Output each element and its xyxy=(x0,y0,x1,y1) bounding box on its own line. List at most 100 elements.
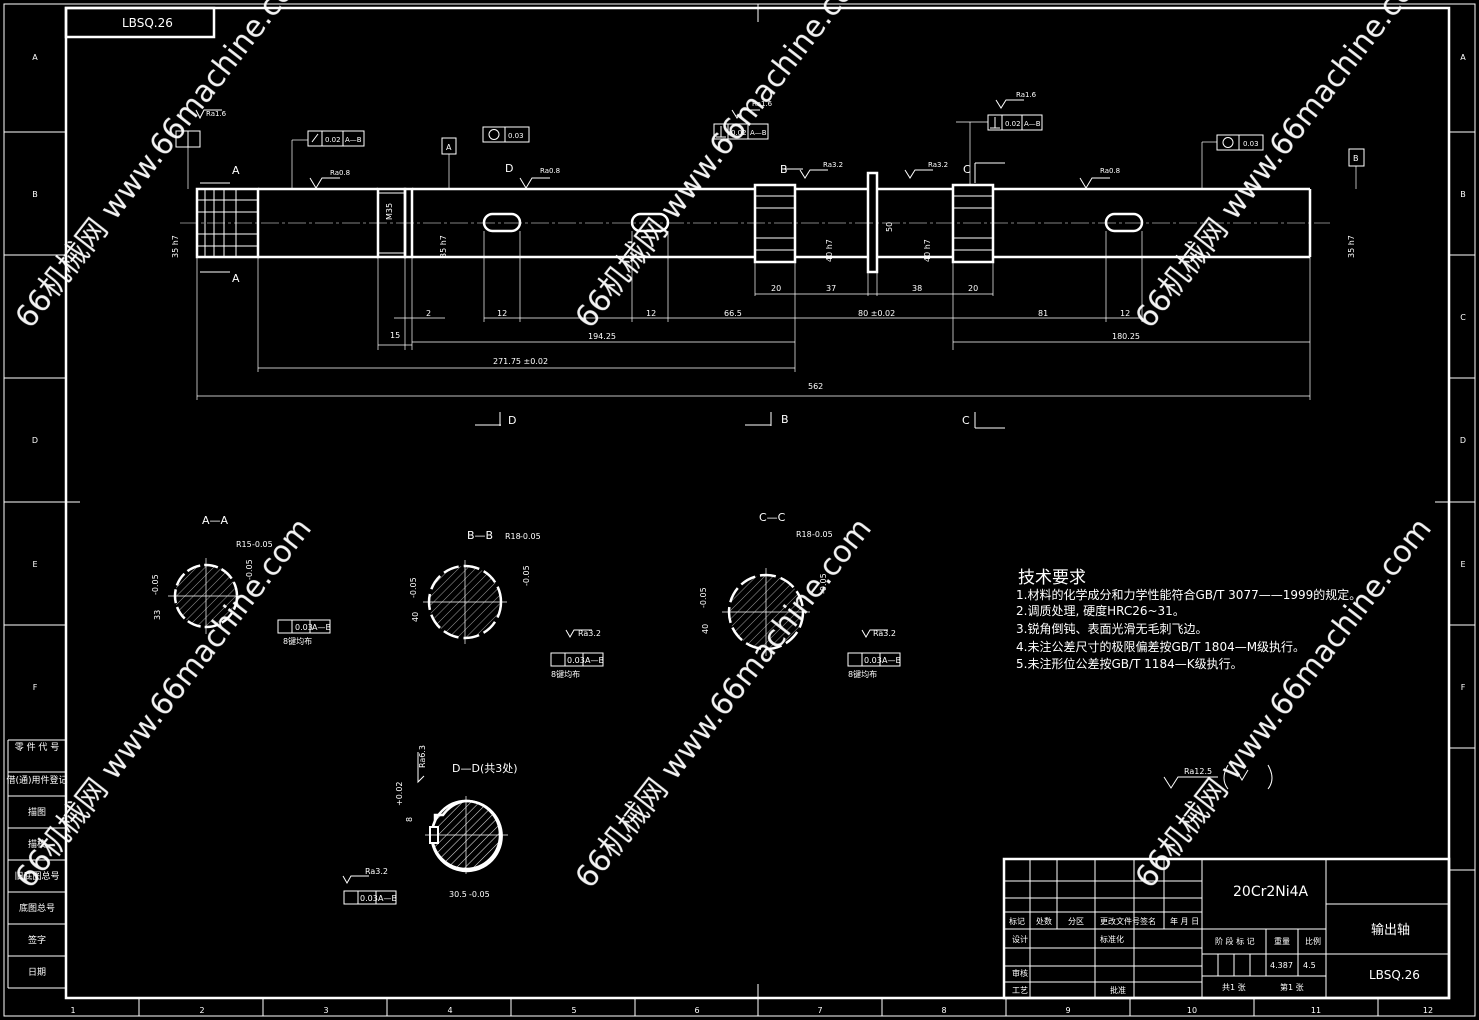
ra-mark: Ra0.8 xyxy=(330,169,350,177)
sec-d-bot: D xyxy=(508,414,516,427)
general-roughness: Ra12.5 xyxy=(1163,764,1273,790)
section-markers: A A D B C D B C xyxy=(200,162,1005,429)
cc-radius: R18 xyxy=(796,530,812,539)
bb-gtol: 0.03 xyxy=(567,656,585,665)
dd-depth-tol: -0.05 xyxy=(469,890,490,899)
left-spline-end xyxy=(195,187,260,259)
gtol-frames: 0.02 A—B 0.03 0.02 A—B 0.02 A—B xyxy=(175,114,1365,189)
sec-b-bot: B xyxy=(781,413,789,426)
ra-mark: Ra1.6 xyxy=(752,100,773,108)
zone-grid xyxy=(4,4,1475,1016)
aa-dia-tol: -0.05 xyxy=(151,574,160,595)
col-mark: 8 xyxy=(941,1006,946,1015)
rev-col: 标记 xyxy=(1009,916,1025,926)
gtol-perp2: 0.02 xyxy=(1005,120,1021,128)
part-code-text: LBSQ.26 xyxy=(1369,968,1420,982)
col-marks: 1 2 3 4 5 6 7 8 9 10 11 12 xyxy=(70,1006,1433,1015)
aa-gtol: 0.03 xyxy=(295,623,313,632)
watermark: 66机械网 www.66machine.com xyxy=(9,0,319,335)
outer-frame xyxy=(3,3,1476,1017)
col-mark: 3 xyxy=(323,1006,328,1015)
rev-col: 更改文件号 xyxy=(1100,916,1140,926)
dim-194: 194.25 xyxy=(588,332,616,341)
aa-title: A—A xyxy=(202,514,229,527)
rev-col: 年 月 日 xyxy=(1170,916,1199,926)
code-box xyxy=(64,6,216,39)
diam-b-spline: 40 h7 xyxy=(825,239,834,262)
sheet-no: 第1 张 xyxy=(1280,982,1304,992)
cc-title: C—C xyxy=(759,511,786,524)
keyway-2 xyxy=(630,212,670,233)
scale-label: 比例 xyxy=(1305,936,1321,946)
aa-dia: 33 xyxy=(153,610,162,620)
aa-tol: -0.05 xyxy=(252,540,273,549)
stage-label: 阶 段 标 记 xyxy=(1215,936,1255,946)
strip-label: 日期 xyxy=(28,967,46,978)
col-mark: 2 xyxy=(199,1006,204,1015)
col-mark: 11 xyxy=(1311,1006,1321,1015)
aa-width-tol: -0.05 xyxy=(245,559,254,580)
diam-shaft: 35 h7 xyxy=(439,235,448,258)
row-review: 审核 xyxy=(1012,968,1028,978)
ra-mark: Ra0.8 xyxy=(1100,167,1120,175)
dd-width: 8 xyxy=(405,817,414,822)
strip-label: 签字 xyxy=(28,934,46,946)
cc-dia: 40 xyxy=(701,624,710,634)
col-mark: 9 xyxy=(1065,1006,1070,1015)
rev-col: 处数 xyxy=(1036,916,1052,926)
row-mark-c-right: C xyxy=(1460,313,1466,322)
dd-width-tol: +0.02 xyxy=(395,781,404,806)
section-bb: B—B R18 -0.05 40 -0.05 -0.05 Ra3.2 0.03 … xyxy=(409,529,604,679)
title-block: 20Cr2Ni4A 输出轴 LBSQ.26 阶 段 标 记 重量 比例 4.38… xyxy=(1002,857,1451,1000)
row-mark-f-right: F xyxy=(1461,683,1466,692)
tech-item: 1.材料的化学成分和力学性能符合GB/T 3077——1999的规定。 xyxy=(1016,587,1361,602)
sec-a-top: A xyxy=(232,164,240,177)
inner-frame xyxy=(64,6,1451,1000)
cc-width-tol: -0.05 xyxy=(819,573,828,594)
diam-m35: M35 xyxy=(385,203,394,220)
dim-38: 38 xyxy=(912,284,922,293)
dd-ra2: Ra6.3 xyxy=(418,745,427,768)
ra-mark: Ra3.2 xyxy=(823,161,843,169)
strip-label: 描图 xyxy=(28,806,46,818)
cc-gtol: 0.03 xyxy=(864,656,882,665)
dim-12b: 12 xyxy=(646,309,656,318)
cc-note: 8键均布 xyxy=(848,669,877,679)
col-mark: 1 xyxy=(70,1006,75,1015)
main-view: 15 2 12 12 66.5 20 37 80 ±0.02 38 20 81 … xyxy=(171,91,1365,429)
row-marks: A B D E F A B C D E F xyxy=(32,53,1466,692)
dim-81: 81 xyxy=(1038,309,1048,318)
row-mark-e: E xyxy=(32,560,37,569)
diam-c-spline: 40 h7 xyxy=(923,239,932,262)
std-label: 标准化 xyxy=(1100,934,1124,944)
dim-271: 271.75 ±0.02 xyxy=(493,357,548,366)
diam-collar: 50 xyxy=(885,222,894,232)
aa-radius: R15 xyxy=(236,540,252,549)
dim-15: 15 xyxy=(390,331,400,340)
row-mark-b: B xyxy=(32,190,38,199)
row-process: 工艺 xyxy=(1012,986,1028,995)
scale-value: 4.5 xyxy=(1303,961,1316,970)
section-dd: D—D(共3处) +0.02 8 30.5 -0.05 Ra6.3 Ra3.2 … xyxy=(342,745,518,905)
dim-2: 2 xyxy=(426,309,431,318)
row-mark-e-right: E xyxy=(1460,560,1465,569)
datum-a: A xyxy=(446,143,452,152)
left-strip: 零 件 代 号 借(通)用件登记 描图 描校 旧底图总号 底图总号 签字 日期 xyxy=(6,739,68,989)
material-text: 20Cr2Ni4A xyxy=(1233,884,1309,900)
weight-label: 重量 xyxy=(1274,936,1290,946)
gtol-round1: 0.03 xyxy=(508,132,524,140)
c-spline xyxy=(951,183,995,264)
sec-d-top: D xyxy=(505,162,513,175)
strip-label: 旧底图总号 xyxy=(14,870,59,882)
section-aa: A—A R15 -0.05 33 -0.05 -0.05 0.03 A—B 8键… xyxy=(151,514,331,646)
bb-radius: R18 xyxy=(505,532,521,541)
watermark: 66机械网 www.66machine.com xyxy=(9,512,319,895)
ra-mark: Ra1.6 xyxy=(206,110,227,118)
gtol-round2: 0.03 xyxy=(1243,140,1259,148)
cc-datum: A—B xyxy=(882,656,901,665)
col-mark: 7 xyxy=(817,1006,822,1015)
tech-item: 3.锐角倒钝、表面光滑无毛刺飞边。 xyxy=(1016,622,1207,636)
dim-12c: 12 xyxy=(1120,309,1130,318)
sec-c-bot: C xyxy=(962,414,970,427)
row-mark-b-right: B xyxy=(1460,190,1466,199)
